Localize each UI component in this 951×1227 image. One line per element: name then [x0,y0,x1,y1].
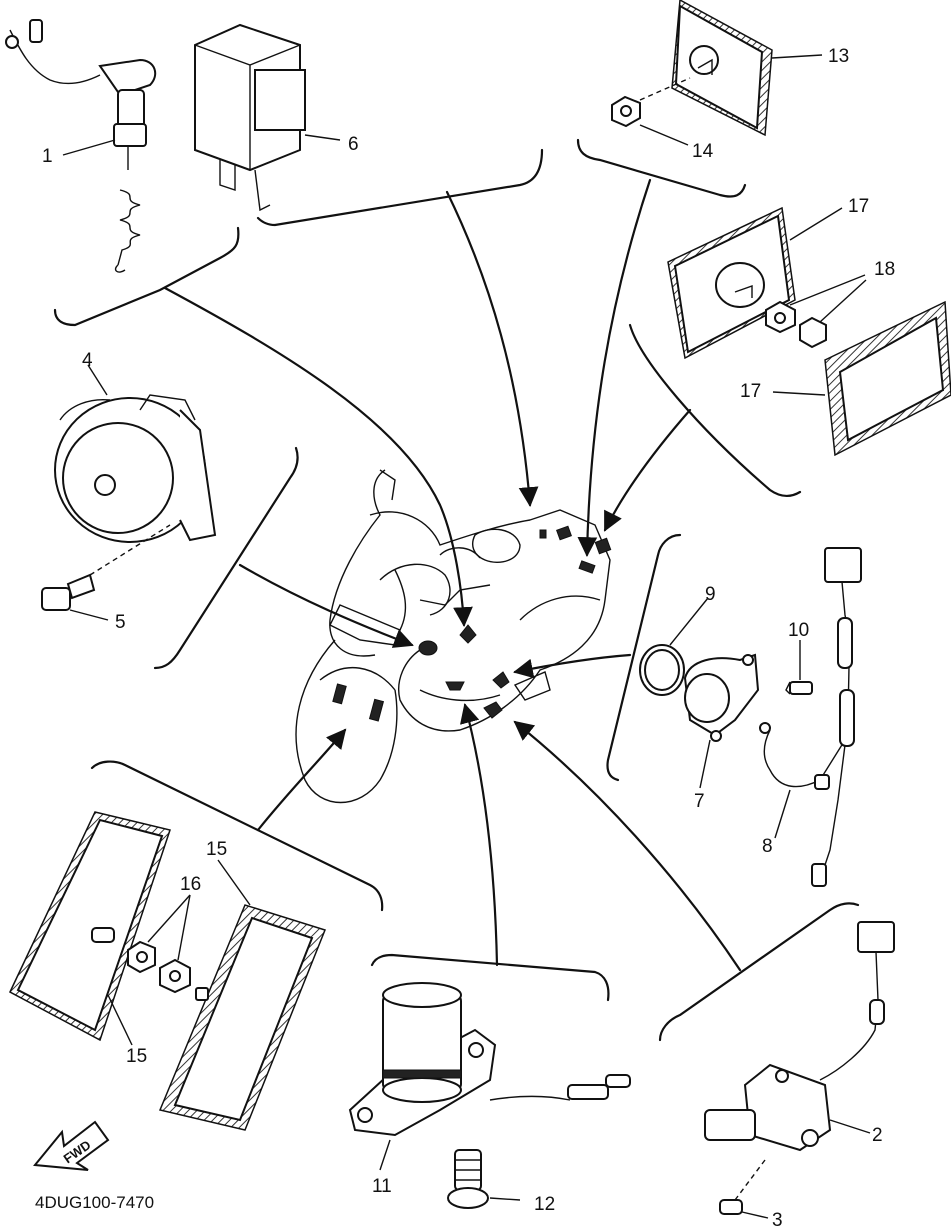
callout-18: 18 [874,259,895,280]
part-7-sensor [683,653,760,789]
callout-16: 16 [180,874,201,895]
callout-5: 5 [115,612,126,633]
callout-15-right: 15 [206,839,227,860]
part-10-screw [785,640,813,695]
callout-7: 7 [694,791,705,812]
callout-labels: 1 2 3 4 5 6 7 8 9 10 11 12 13 14 15 15 1… [42,46,895,1227]
part-4-horn [54,364,217,576]
callout-3: 3 [772,1210,783,1227]
part-2-valve [704,921,895,1152]
part-15-reflector-left [9,811,171,1046]
part-15-reflector-right [158,859,326,1131]
callout-17-lower: 17 [740,381,761,402]
part-6-relay [194,23,341,212]
diagram-code: 4DUG100-7470 [35,1193,154,1212]
part-17-reflector-lower [772,300,951,457]
callout-11: 11 [372,1176,392,1197]
part-3-screw [719,1159,769,1219]
part-12-bolt [447,1149,521,1209]
motorcycle-frame [295,469,612,804]
part-1-switch [5,19,157,273]
part-8-wire-lead [759,547,862,887]
callout-9: 9 [705,584,716,605]
part-5-bolt [41,573,109,621]
part-17-reflector-upper [667,206,843,360]
callout-8: 8 [762,836,773,857]
part-13-reflector [671,0,823,137]
part-16-nuts [127,894,191,994]
callout-15-left: 15 [126,1046,147,1067]
callout-2: 2 [872,1125,883,1146]
callout-10: 10 [788,620,809,641]
fwd-arrow-icon: FWD [33,1120,110,1171]
callout-6: 6 [348,134,359,155]
part-11-fuel-sender [348,982,631,1171]
callout-13: 13 [828,46,849,67]
callout-12: 12 [534,1194,555,1215]
callout-17-upper: 17 [848,196,869,217]
part-14-nut [611,77,691,146]
part-18-nuts [765,274,867,349]
bracket-lines [53,138,860,1042]
callout-14: 14 [692,141,714,162]
callout-4: 4 [82,350,93,371]
part-9-oring [639,597,709,696]
callout-1: 1 [42,146,53,167]
